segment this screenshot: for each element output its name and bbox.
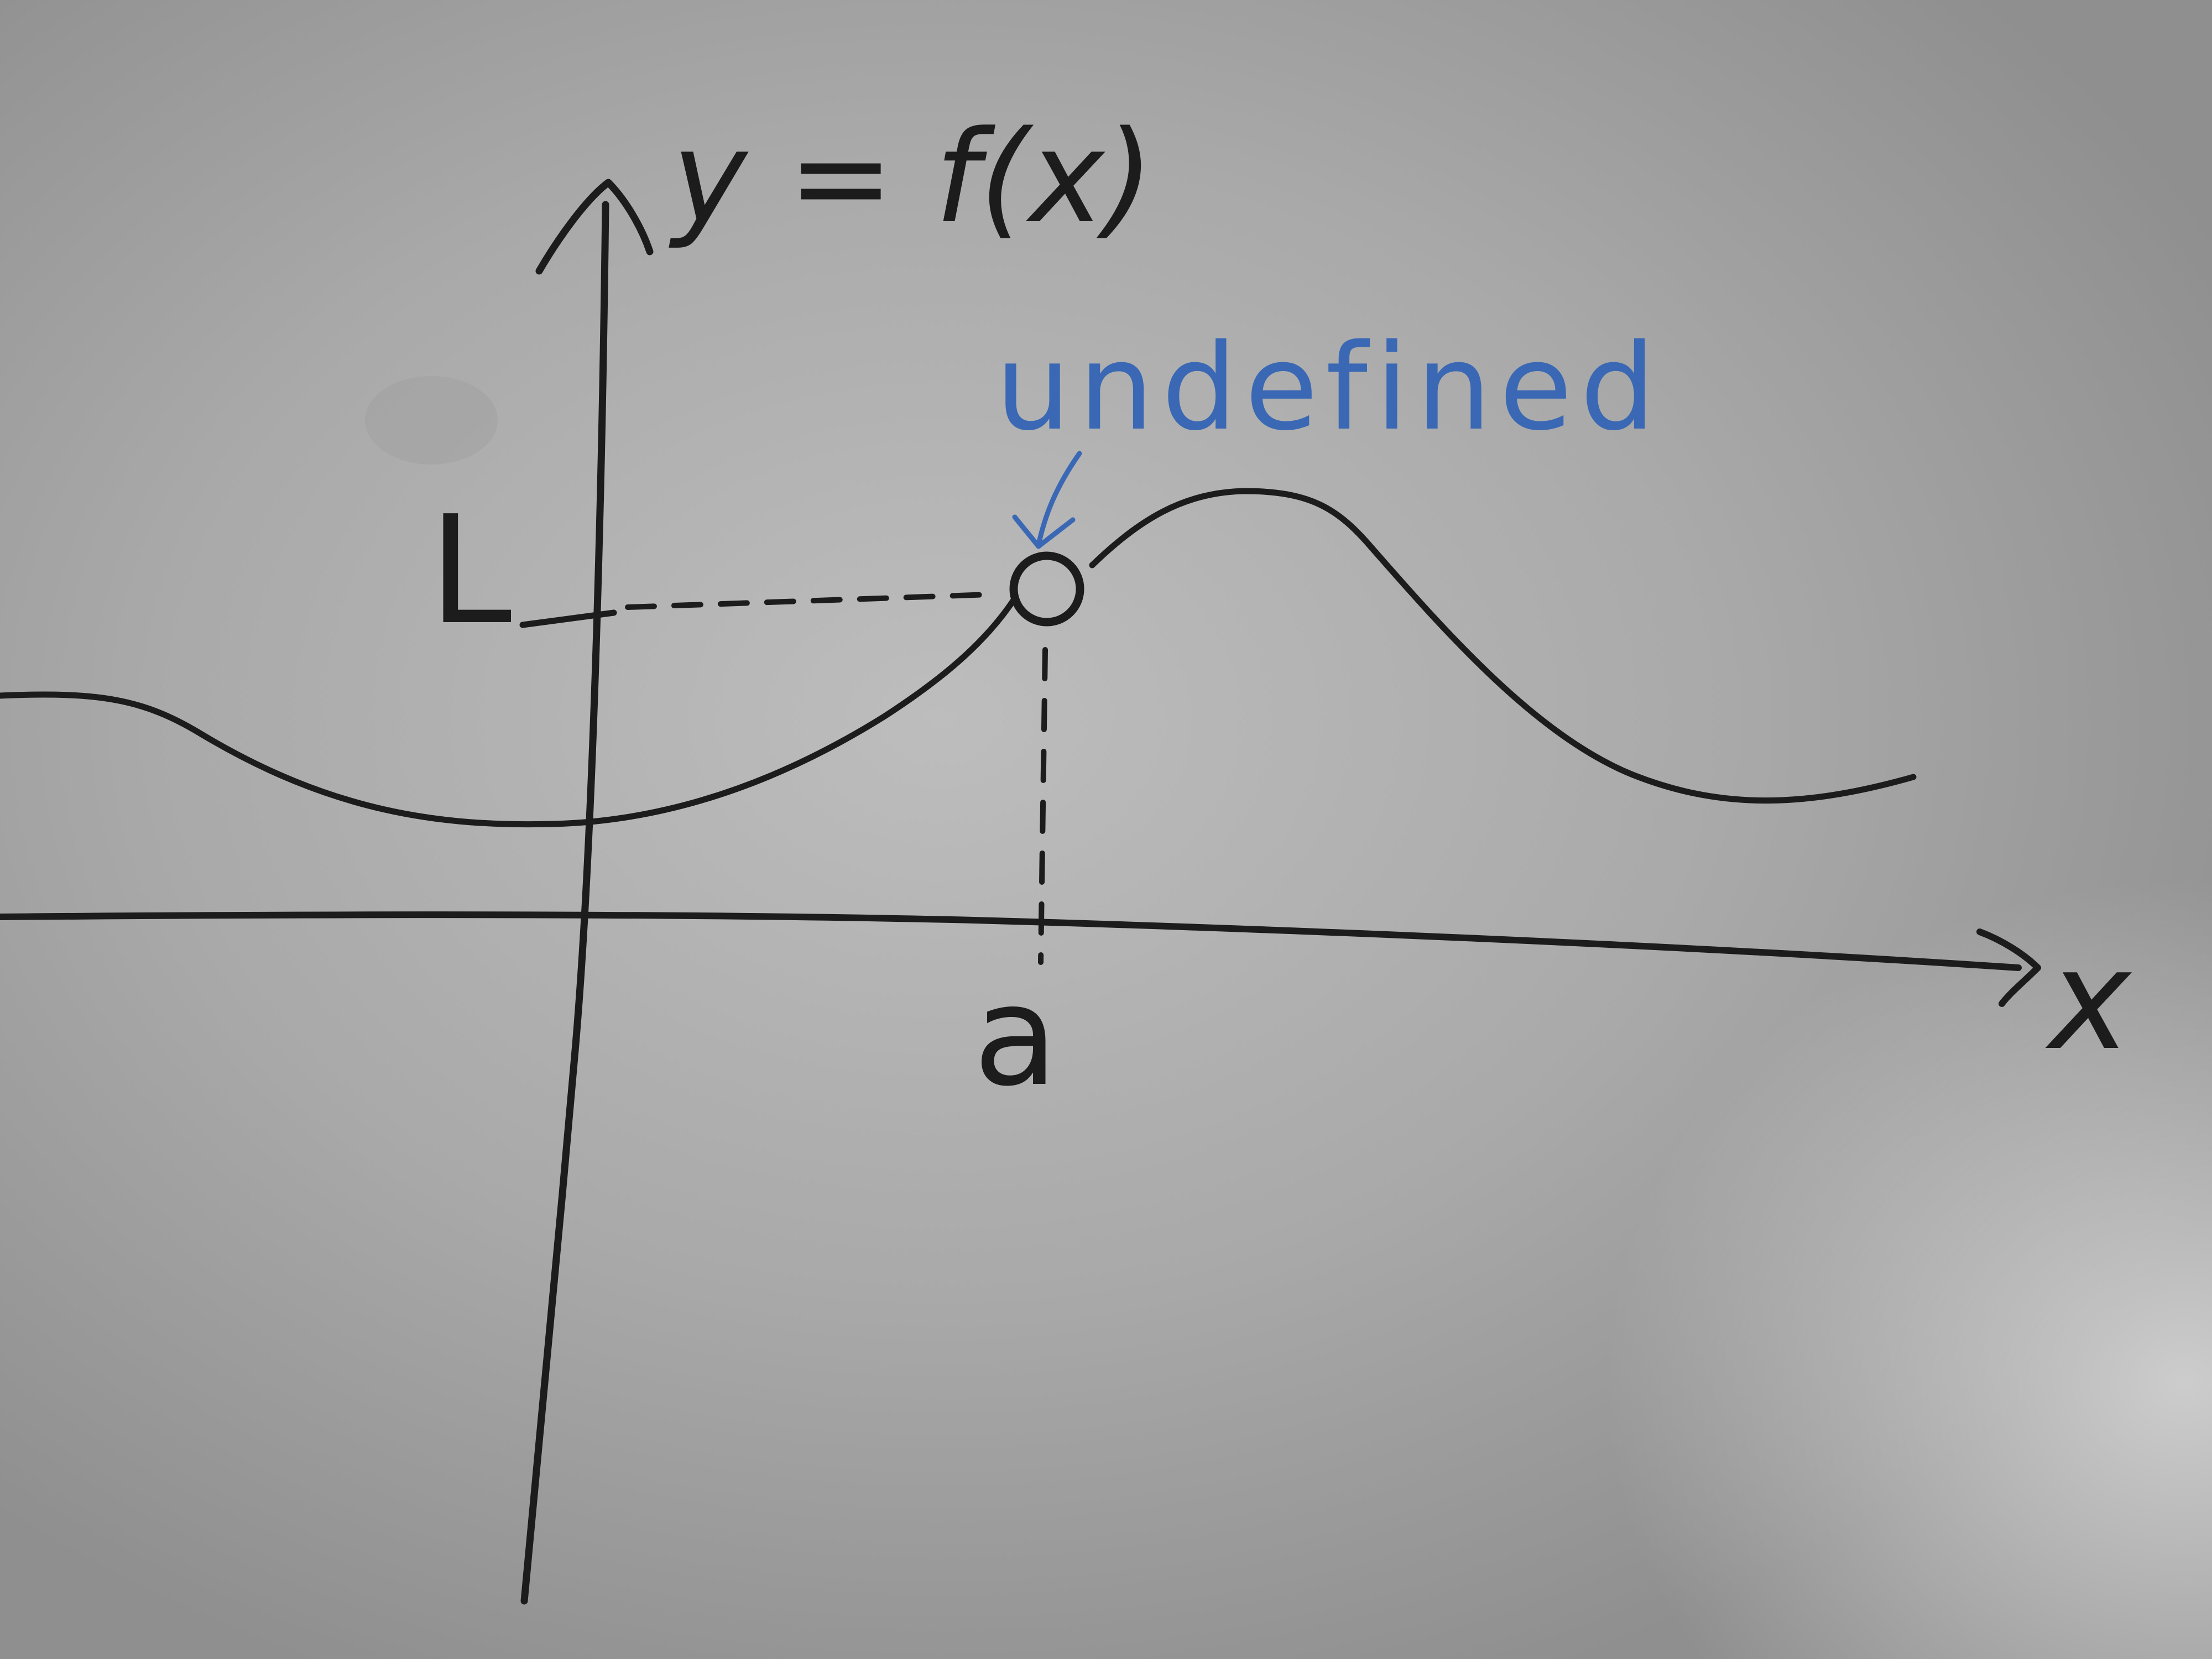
function-curve-right	[1089, 488, 1917, 804]
function-label: y = f(x)	[669, 104, 1154, 252]
annotation-arrowhead	[1012, 514, 1076, 549]
point-dashed-line	[1038, 647, 1048, 965]
hole-marker	[1009, 551, 1084, 627]
x-axis-arrowhead	[1976, 928, 2041, 1007]
y-axis	[520, 201, 609, 1605]
y-axis-arrowhead	[535, 179, 654, 275]
limit-dashed-line	[625, 592, 993, 610]
point-label: a	[973, 956, 1058, 1117]
annotation-arrow	[1036, 451, 1082, 547]
annotation-label: undefined	[995, 318, 1663, 457]
limit-tick	[519, 609, 617, 628]
x-axis	[0, 911, 2022, 971]
function-curve-left	[0, 595, 1018, 828]
x-axis-label: x	[2045, 920, 2132, 1081]
limit-label: L	[429, 483, 513, 658]
board-smudge	[365, 376, 498, 465]
